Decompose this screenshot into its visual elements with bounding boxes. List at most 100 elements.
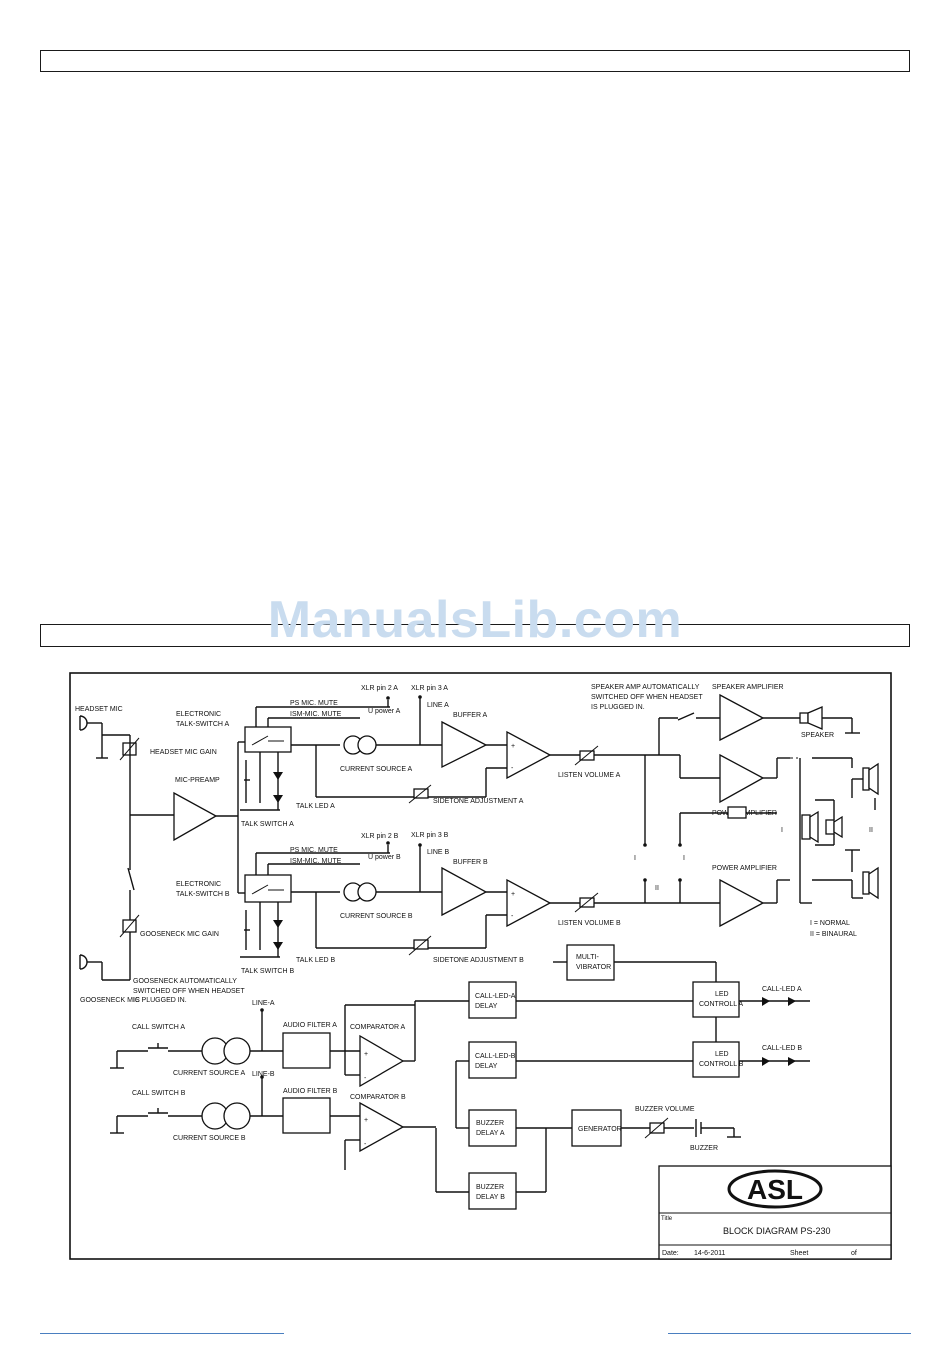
power-amplifier-b xyxy=(719,878,765,928)
summing-amp-a-plus: + xyxy=(511,743,515,750)
speaker-note-line2: SWITCHED OFF WHEN HEADSET xyxy=(591,694,703,701)
title-field-label: Title xyxy=(661,1216,673,1222)
audio-filter-b-block xyxy=(282,1097,331,1134)
current-source-a-coil-2 xyxy=(357,735,377,755)
u-power-a-label: U power A xyxy=(368,708,401,715)
call-led-b-label: CALL-LED B xyxy=(762,1045,802,1052)
current-source-b-coil-2 xyxy=(357,882,377,902)
buzzer-label: BUZZER xyxy=(690,1145,718,1152)
title-block: ASL Title BLOCK DIAGRAM PS-230 Date: 14-… xyxy=(658,1165,892,1260)
mode-ii-label-2: II xyxy=(869,827,873,834)
electronic-talk-switch-a-label-1: ELECTRONIC xyxy=(176,711,221,718)
audio-filter-a-block xyxy=(282,1032,331,1069)
sheet-field-label: Sheet xyxy=(790,1250,808,1257)
led-controll-a-label-1: LED xyxy=(715,991,729,998)
xlr-pin2-b-label: XLR pin 2 B xyxy=(361,833,399,840)
mode-i-label-1: I xyxy=(634,855,636,862)
electronic-talk-switch-b-label-2: TALK-SWITCH B xyxy=(176,891,230,898)
comparator-b xyxy=(359,1101,405,1153)
call-led-b-delay-label-1: CALL-LED-B xyxy=(475,1053,516,1060)
lower-current-source-b-label: CURRENT SOURCE B xyxy=(173,1135,246,1142)
speaker-note-line1: SPEAKER AMP AUTOMATICALLY xyxy=(591,684,700,691)
line-b-label: LINE B xyxy=(427,849,450,856)
buffer-b-label: BUFFER B xyxy=(453,859,488,866)
buffer-a-amplifier xyxy=(441,720,488,769)
comparator-a-minus: - xyxy=(364,1075,367,1082)
section-bar xyxy=(40,624,910,647)
multi-vibrator-label-2: VIBRATOR xyxy=(576,964,611,971)
call-led-b-delay-block xyxy=(468,1041,517,1079)
mode-i-label-3: I xyxy=(781,827,783,834)
footer-rule-right xyxy=(668,1333,911,1334)
xlr-pin3-b-label: XLR pin 3 B xyxy=(411,832,449,839)
talk-led-a-label: TALK LED A xyxy=(296,803,335,810)
headphone-left-icon xyxy=(862,767,870,791)
speaker-amp-switch-icon xyxy=(677,712,695,721)
gooseneck-note-line3: IS PLUGGED IN. xyxy=(133,997,187,1004)
comparator-a-plus: + xyxy=(364,1051,368,1058)
talk-switch-a-label: TALK SWITCH A xyxy=(241,821,294,828)
headset-mic-icon xyxy=(79,715,108,759)
summing-amp-a-minus: - xyxy=(511,765,514,772)
generator-label: GENERATOR xyxy=(578,1126,622,1133)
mode-ii-binaural-label: II = BINAURAL xyxy=(810,931,857,938)
comparator-b-minus: - xyxy=(364,1141,367,1148)
buzzer-delay-b-label-2: DELAY B xyxy=(476,1194,505,1201)
electronic-talk-switch-b-label-1: ELECTRONIC xyxy=(176,881,221,888)
summing-amp-b xyxy=(506,878,552,928)
comparator-a xyxy=(359,1034,405,1088)
headphone-right-icon xyxy=(862,871,870,895)
listen-volume-a-label: LISTEN VOLUME A xyxy=(558,772,621,779)
line-dash-b-label: LINE-B xyxy=(252,1071,275,1078)
call-switch-b-button-icon xyxy=(148,1108,168,1114)
u-power-b-label: U power B xyxy=(368,854,401,861)
call-led-a-delay-label-1: CALL-LED-A xyxy=(475,993,516,1000)
gooseneck-mic-gain-label: GOOSENECK MIC GAIN xyxy=(140,931,219,938)
talk-switch-b-relay-icon xyxy=(251,884,284,895)
talk-switch-a-relay-icon xyxy=(251,735,284,746)
listen-volume-b-label: LISTEN VOLUME B xyxy=(558,920,621,927)
buzzer-delay-b-label-1: BUZZER xyxy=(476,1184,504,1191)
xlr-pin2-a-label: XLR pin 2 A xyxy=(361,685,398,692)
buzzer-delay-a-label-1: BUZZER xyxy=(476,1120,504,1127)
summing-amp-b-plus: + xyxy=(511,891,515,898)
headset-mic-label: HEADSET MIC xyxy=(75,706,123,713)
call-led-b-delay-label-2: DELAY xyxy=(475,1063,498,1070)
current-source-b-label: CURRENT SOURCE B xyxy=(340,913,413,920)
buzzer-icon xyxy=(695,1119,702,1137)
multi-vibrator-label-1: MULTI- xyxy=(576,954,599,961)
call-switch-b-label: CALL SWITCH B xyxy=(132,1090,186,1097)
xlr-pin3-a-label: XLR pin 3 A xyxy=(411,685,448,692)
comparator-a-label: COMPARATOR A xyxy=(350,1024,406,1031)
gooseneck-switch-icon xyxy=(127,867,135,891)
buffer-a-label: BUFFER A xyxy=(453,712,488,719)
generator-block xyxy=(571,1109,622,1147)
headset-mic-gain-potentiometer-icon xyxy=(102,734,140,761)
line-dash-a-label: LINE-A xyxy=(252,1000,275,1007)
talk-switch-b-label: TALK SWITCH B xyxy=(241,968,294,975)
ps-mic-mute-a-label: PS MIC. MUTE xyxy=(290,700,338,707)
buzzer-volume-label: BUZZER VOLUME xyxy=(635,1106,695,1113)
date-value: 14-6-2011 xyxy=(694,1250,726,1257)
binaural-resistor xyxy=(727,806,747,819)
speaker-amplifier xyxy=(719,693,765,742)
gooseneck-note-line1: GOOSENECK AUTOMATICALLY xyxy=(133,978,237,985)
of-field-label: of xyxy=(851,1250,857,1257)
ps-mic-mute-b-label: PS MIC. MUTE xyxy=(290,847,338,854)
ism-mic-mute-b-label: ISM-MIC. MUTE xyxy=(290,858,342,865)
call-led-a-delay-block xyxy=(468,981,517,1019)
speaker-label: SPEAKER xyxy=(801,732,834,739)
speaker-icon xyxy=(799,706,823,730)
speaker-amplifier-label: SPEAKER AMPLIFIER xyxy=(712,684,784,691)
call-led-b-icon-1 xyxy=(762,1057,770,1066)
gooseneck-mic-gain-potentiometer-icon xyxy=(119,914,140,938)
led-controll-b-label-2: CONTROLL B xyxy=(699,1061,744,1068)
call-led-b-icon-2 xyxy=(788,1057,796,1066)
binaural-headphone-pair-icon xyxy=(801,799,843,846)
mic-preamp-amplifier xyxy=(173,791,218,842)
summing-amp-b-minus: - xyxy=(511,913,514,920)
summing-amp-a xyxy=(506,730,552,780)
multi-vibrator-block xyxy=(566,944,615,981)
audio-filter-b-label: AUDIO FILTER B xyxy=(283,1088,338,1095)
